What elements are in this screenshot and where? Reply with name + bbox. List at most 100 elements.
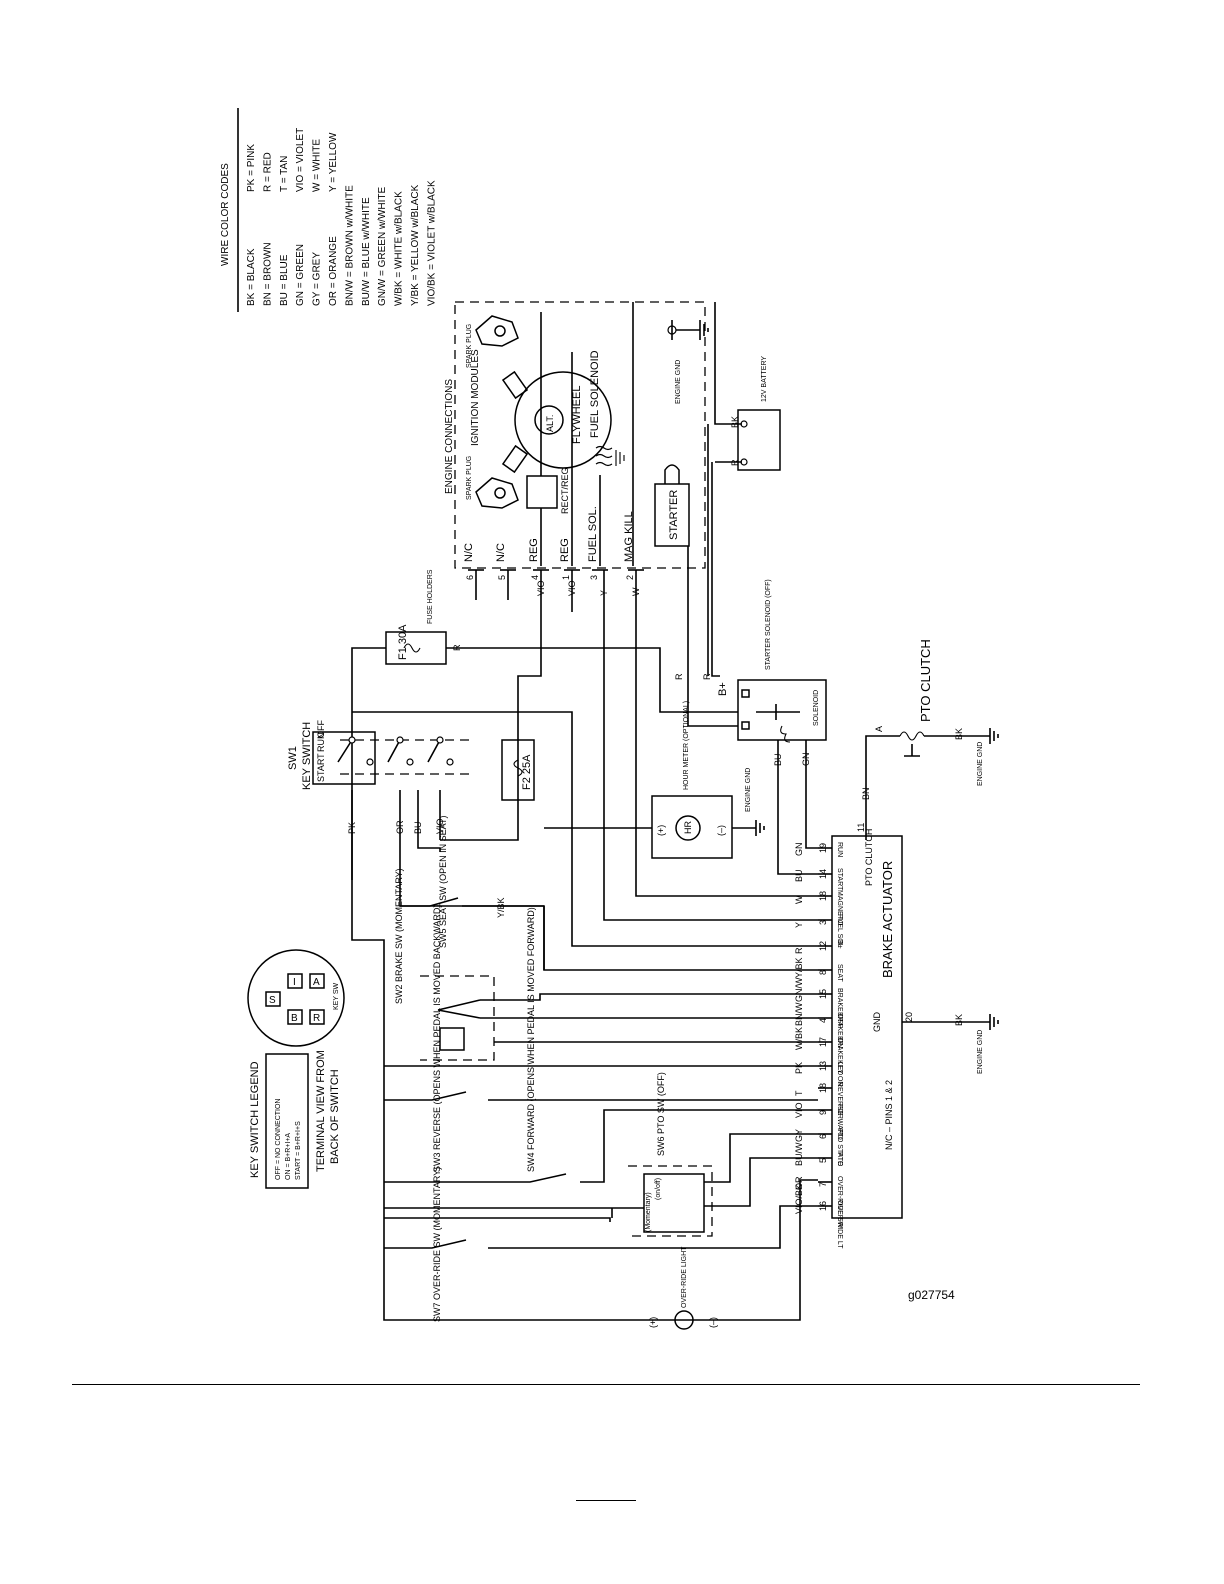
actuator-pin-number: 7 <box>818 1182 828 1187</box>
fuel-solenoid-label: FUEL SOLENOID <box>589 350 601 438</box>
actuator-pin-wire: W/BK <box>794 1027 804 1050</box>
legend-row: ON = B+R+I+A <box>285 1133 292 1180</box>
actuator-pin-name: BRAKE OFF <box>836 988 843 1028</box>
starter-label: STARTER <box>668 490 680 540</box>
alt-label: ALT. <box>545 415 555 432</box>
actuator-pin-number: 16 <box>818 1201 828 1211</box>
actuator-pin-name: BRAKE LED <box>836 1036 843 1075</box>
hour-meter-hr: HR <box>683 821 693 834</box>
brake-actuator: BRAKE ACTUATOR N/C – PINS 1 & 2 PTO CLUT… <box>794 823 999 1249</box>
wire-label-a: A <box>874 726 884 732</box>
sw5-label: SW5 SEAT SW (OPEN IN SEAT) <box>438 815 448 948</box>
starter-solenoid-label: STARTER SOLENOID (OFF) <box>765 579 772 670</box>
key-position-start: START <box>316 753 326 782</box>
rect-reg <box>526 475 558 509</box>
gnd-label: GND <box>872 1012 882 1033</box>
actuator-pin-name: BRAKE ON <box>836 1012 843 1048</box>
key-switch-face: S I A B R KEY SW <box>247 949 345 1047</box>
actuator-pin-name: START <box>836 868 843 891</box>
override-light-minus: (–) <box>708 1317 718 1328</box>
key-terminal-s: S <box>269 995 276 1006</box>
wire-code-entry: GY = GREY <box>312 252 323 306</box>
fuse-f1-label: F1 30A <box>397 624 409 660</box>
wire-code-entry: Y/BK = YELLOW w/BLACK <box>410 184 421 306</box>
brake-actuator-title: BRAKE ACTUATOR <box>880 861 895 978</box>
sw6-label: SW6 PTO SW (OFF) <box>656 1072 666 1156</box>
legend-row: START = B+R+I+S <box>295 1121 302 1180</box>
actuator-pin-wire: Y/BK <box>794 957 804 978</box>
terminal-view-1: TERMINAL VIEW FROM <box>315 1050 327 1172</box>
starter-solenoid-bplus: B+ <box>717 682 729 696</box>
actuator-pin-wire: OR <box>794 1176 804 1190</box>
alternator <box>534 405 564 435</box>
flywheel-label: FLYWHEEL <box>571 386 583 444</box>
key-switch-name: SW1 <box>287 746 299 770</box>
gnd-pin-number: 20 <box>904 1012 914 1022</box>
terminal-view-2: BACK OF SWITCH <box>329 1069 341 1164</box>
actuator-pin-wire: R <box>794 947 804 954</box>
wire-label-bk: BK <box>954 1014 964 1026</box>
wire-label-bk: BK <box>730 416 740 428</box>
actuator-pin-number: 12 <box>818 941 828 951</box>
pto-clutch-pin-number: 11 <box>856 823 866 832</box>
engine-gnd-label: ENGINE GND <box>675 360 682 404</box>
wire-label-vio: VIO <box>536 580 546 596</box>
sw4-label: SW4 FORWARD (OPENS WHEN PEDAL IS MOVED F… <box>526 907 536 1172</box>
actuator-pin-name: OVER-RIDE SW <box>836 1176 843 1229</box>
engine-pin-label: N/C <box>495 543 507 562</box>
starter: STARTER <box>654 464 690 547</box>
wire-label-vio: VIO <box>567 580 577 596</box>
wire-code-entry: Y = YELLOW <box>328 132 339 192</box>
actuator-pin-number: 13 <box>818 1061 828 1071</box>
sw6-on-off: (on/off) <box>655 1178 662 1200</box>
pto-clutch-pin-label: PTO CLUTCH <box>864 829 874 886</box>
wire-code-entry: BN = BROWN <box>262 242 273 306</box>
brake-actuator-note: N/C – PINS 1 & 2 <box>884 1080 894 1150</box>
actuator-pin-wire: VIO <box>794 1102 804 1118</box>
actuator-pin-number: 8 <box>818 970 828 975</box>
wire-code-entry: GN/W = GREEN w/WHITE <box>377 187 388 307</box>
wire-label-vio: VIO <box>435 818 445 834</box>
hour-meter-label: HOUR METER (OPTIONAL) <box>683 701 690 790</box>
actuator-pin-name: OVER-RIDE LT <box>836 1200 843 1249</box>
actuator-pin-wire: VIO/BK <box>794 1184 804 1214</box>
wire-label-bn: BN <box>861 787 871 800</box>
wire-code-entry: VIO = VIOLET <box>295 128 306 192</box>
hour-meter-plus: (+) <box>656 825 666 836</box>
fuse-f2 <box>501 739 535 801</box>
actuator-pin-name: FUEL SOL <box>836 914 843 948</box>
pto-clutch-label: PTO CLUTCH <box>918 639 933 722</box>
page-number-rule <box>576 1500 636 1501</box>
hour-meter: HR (+) (–) HOUR METER (OPTIONAL) ENGINE … <box>651 701 765 859</box>
actuator-gnd-label: ENGINE GND <box>977 1030 984 1074</box>
actuator-pin-number: 18 <box>818 1083 828 1093</box>
wire-label-gn: GN <box>801 753 811 767</box>
actuator-pin-wire: GY <box>794 1129 804 1142</box>
engine-pin-number: 5 <box>497 575 507 580</box>
actuator-pin-number: 17 <box>818 1037 828 1047</box>
actuator-pin-wire: PK <box>794 1062 804 1074</box>
wire-label-bu: BU <box>773 753 783 766</box>
flywheel <box>514 371 612 469</box>
engine-pin-number: 3 <box>589 575 599 580</box>
actuator-pin-number: 3 <box>818 920 828 925</box>
actuator-pin-wire: BU/W <box>794 1142 804 1166</box>
actuator-pin-name: RUN <box>836 842 843 857</box>
actuator-pin-wire: T <box>794 1090 804 1096</box>
ignition-modules-label: IGNITION MODULES <box>470 349 481 446</box>
figure-id: g027754 <box>908 1288 955 1302</box>
sw7-label: SW7 OVER-RIDE SW (MOMENTARY) <box>432 1167 442 1322</box>
wire-code-entry: BN/W = BROWN w/WHITE <box>344 185 355 306</box>
actuator-pin-wire: BN/W <box>794 1002 804 1026</box>
actuator-pin-number: 19 <box>818 843 828 853</box>
actuator-pin-name: REVERSE <box>836 1082 843 1116</box>
engine-pin-number: 6 <box>465 575 475 580</box>
spark-plug-top: SPARK PLUG <box>466 315 519 368</box>
actuator-pin-number: 18 <box>818 891 828 901</box>
actuator-pin-name: B+ <box>836 940 843 949</box>
actuator-pin-name: MAGNETO <box>836 890 843 926</box>
override-light-plus: (+) <box>648 1317 658 1328</box>
